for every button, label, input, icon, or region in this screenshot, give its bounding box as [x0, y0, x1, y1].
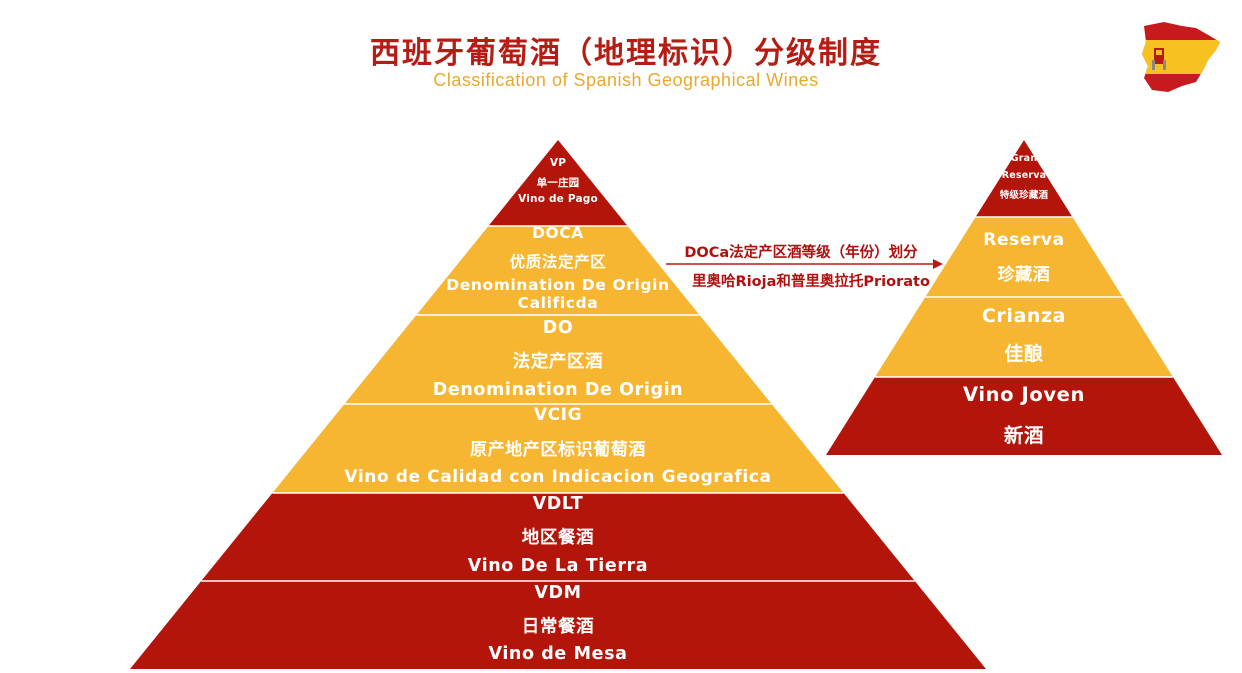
left-tier-6-line-2: 日常餐酒 [521, 617, 595, 638]
right-pyramid-tier-1 [975, 140, 1073, 217]
page-subtitle: Classification of Spanish Geographical W… [433, 70, 819, 90]
right-tier-4-line-1: Vino Joven [962, 382, 1085, 406]
left-tier-3-line-2: 法定产区酒 [512, 352, 604, 373]
left-tier-2-line-1: DOCA [532, 224, 584, 243]
left-pyramid-tier-5 [201, 493, 915, 581]
right-tier-1-line-3: 特级珍藏酒 [999, 190, 1049, 202]
left-tier-3-label: DO 法定产区酒 Denomination De Origin [360, 315, 755, 404]
left-tier-1-line-1: VP [549, 157, 567, 170]
spain-map-flag-icon [1142, 22, 1220, 92]
left-tier-3-line-3: Denomination De Origin [432, 380, 684, 401]
right-tier-1-line-2: Reserva [1001, 170, 1047, 182]
right-tier-3-line-2: 佳酿 [1004, 343, 1044, 366]
left-pyramid-tier-3 [344, 315, 772, 404]
left-tier-5-line-2: 地区餐酒 [521, 528, 595, 549]
left-pyramid-tier-2 [416, 226, 700, 315]
left-tier-1-line-3: Vino de Pago [518, 193, 598, 206]
arrow-note-line2: 里奥哈Rioja和普里奥拉托Priorato [692, 274, 930, 290]
right-pyramid-tier-2 [925, 217, 1123, 297]
right-pyramid-tier-4 [826, 377, 1222, 455]
right-tier-2-line-2: 珍藏酒 [997, 265, 1051, 286]
left-tier-5-label: VDLT 地区餐酒 Vino De La Tierra [217, 493, 899, 581]
right-tier-3-line-1: Crianza [981, 305, 1067, 328]
right-tier-4-label: Vino Joven 新酒 [831, 377, 1218, 455]
left-tier-4-line-3: Vino de Calidad con Indicacion Geografic… [344, 467, 772, 488]
right-tier-3-label: Crianza 佳酿 [880, 297, 1168, 377]
left-pyramid-tier-4 [272, 404, 844, 493]
left-tier-5-line-3: Vino De La Tierra [467, 556, 649, 577]
left-tier-4-label: VCIG 原产地产区标识葡萄酒 Vino de Calidad con Indica… [288, 404, 827, 493]
left-tier-2-line-3: Denomination De Origin [446, 276, 670, 295]
left-tier-6-label: VDM 日常餐酒 Vino de Mesa [146, 581, 971, 669]
right-tier-2-line-1: Reserva [983, 230, 1065, 251]
right-pyramid-tier-3 [875, 297, 1173, 377]
left-pyramid-tier-6 [130, 581, 986, 669]
left-tier-6-line-1: VDM [534, 583, 582, 604]
left-tier-1-label: VP 单一庄园 Vino de Pago [503, 140, 613, 226]
right-tier-4-line-2: 新酒 [1003, 423, 1045, 447]
arrow-note-line1: DOCa法定产区酒等级（年份）划分 [684, 245, 918, 261]
page-title: 西班牙葡萄酒（地理标识）分级制度 [370, 36, 882, 71]
right-tier-1-line-1: Gran [1010, 153, 1038, 165]
left-tier-4-line-2: 原产地产区标识葡萄酒 [469, 440, 646, 461]
left-tier-2-line-4: Calificda [517, 294, 599, 313]
left-tier-6-line-3: Vino de Mesa [488, 644, 628, 665]
left-tier-5-line-1: VDLT [532, 494, 584, 515]
left-tier-4-line-1: VCIG [533, 405, 583, 426]
left-tier-2-line-2: 优质法定产区 [509, 253, 607, 272]
left-tier-1-line-2: 单一庄园 [536, 177, 580, 190]
arrow-head-icon [933, 259, 943, 269]
left-pyramid-tier-1 [488, 140, 628, 226]
left-tier-3-line-1: DO [542, 318, 574, 339]
right-tier-2-label: Reserva 珍藏酒 [930, 217, 1117, 297]
